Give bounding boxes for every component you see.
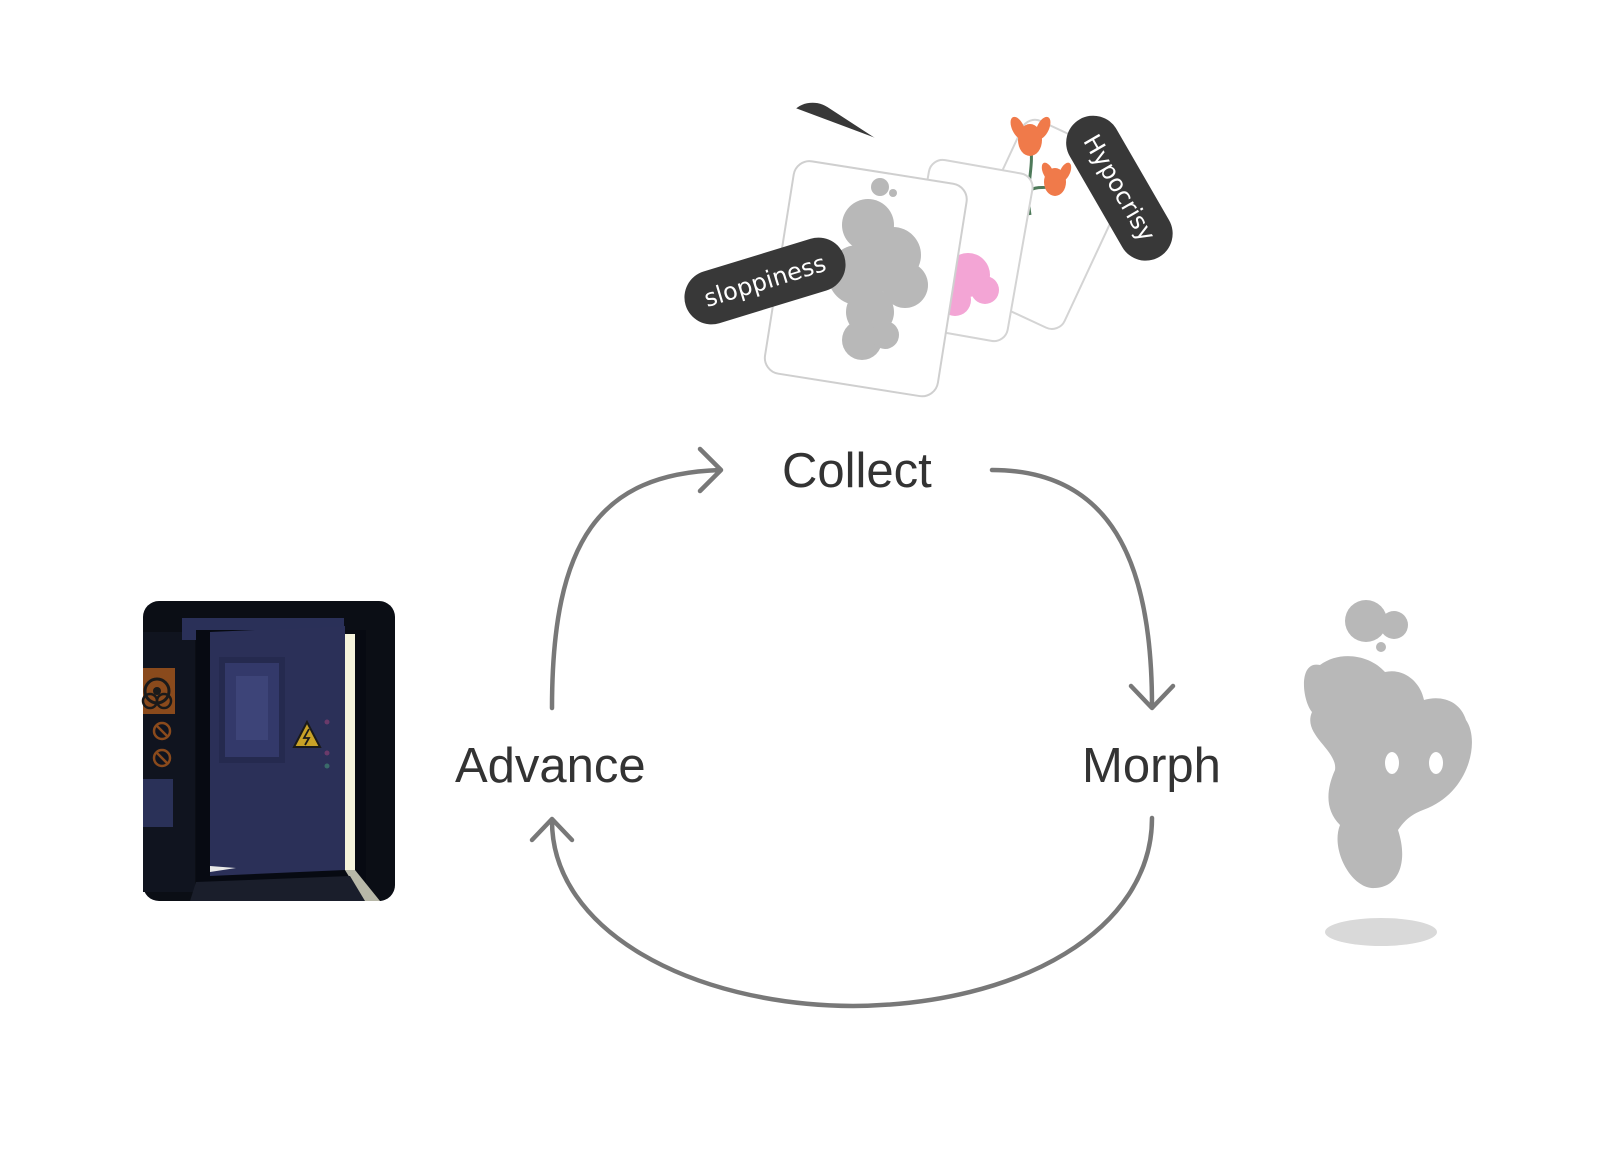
ghost-creature-icon (1303, 600, 1472, 946)
arrow-advance-to-collect (549, 467, 723, 711)
arrow-collect-to-morph-head (1128, 683, 1176, 711)
door-scene-icon (141, 601, 395, 901)
biohazard-sign-icon (141, 668, 175, 714)
step-label-collect: Collect (782, 444, 932, 498)
smoke-cloud-icon (828, 178, 928, 360)
step-label-advance: Advance (455, 739, 646, 793)
arrow-morph-to-advance-head (529, 816, 575, 843)
step-label-morph: Morph (1082, 739, 1221, 793)
arrow-collect-to-morph (989, 467, 1155, 709)
electric-warning-icon (292, 719, 322, 748)
arrow-advance-to-collect-head (697, 446, 724, 494)
arrow-morph-to-advance (549, 815, 1155, 1009)
